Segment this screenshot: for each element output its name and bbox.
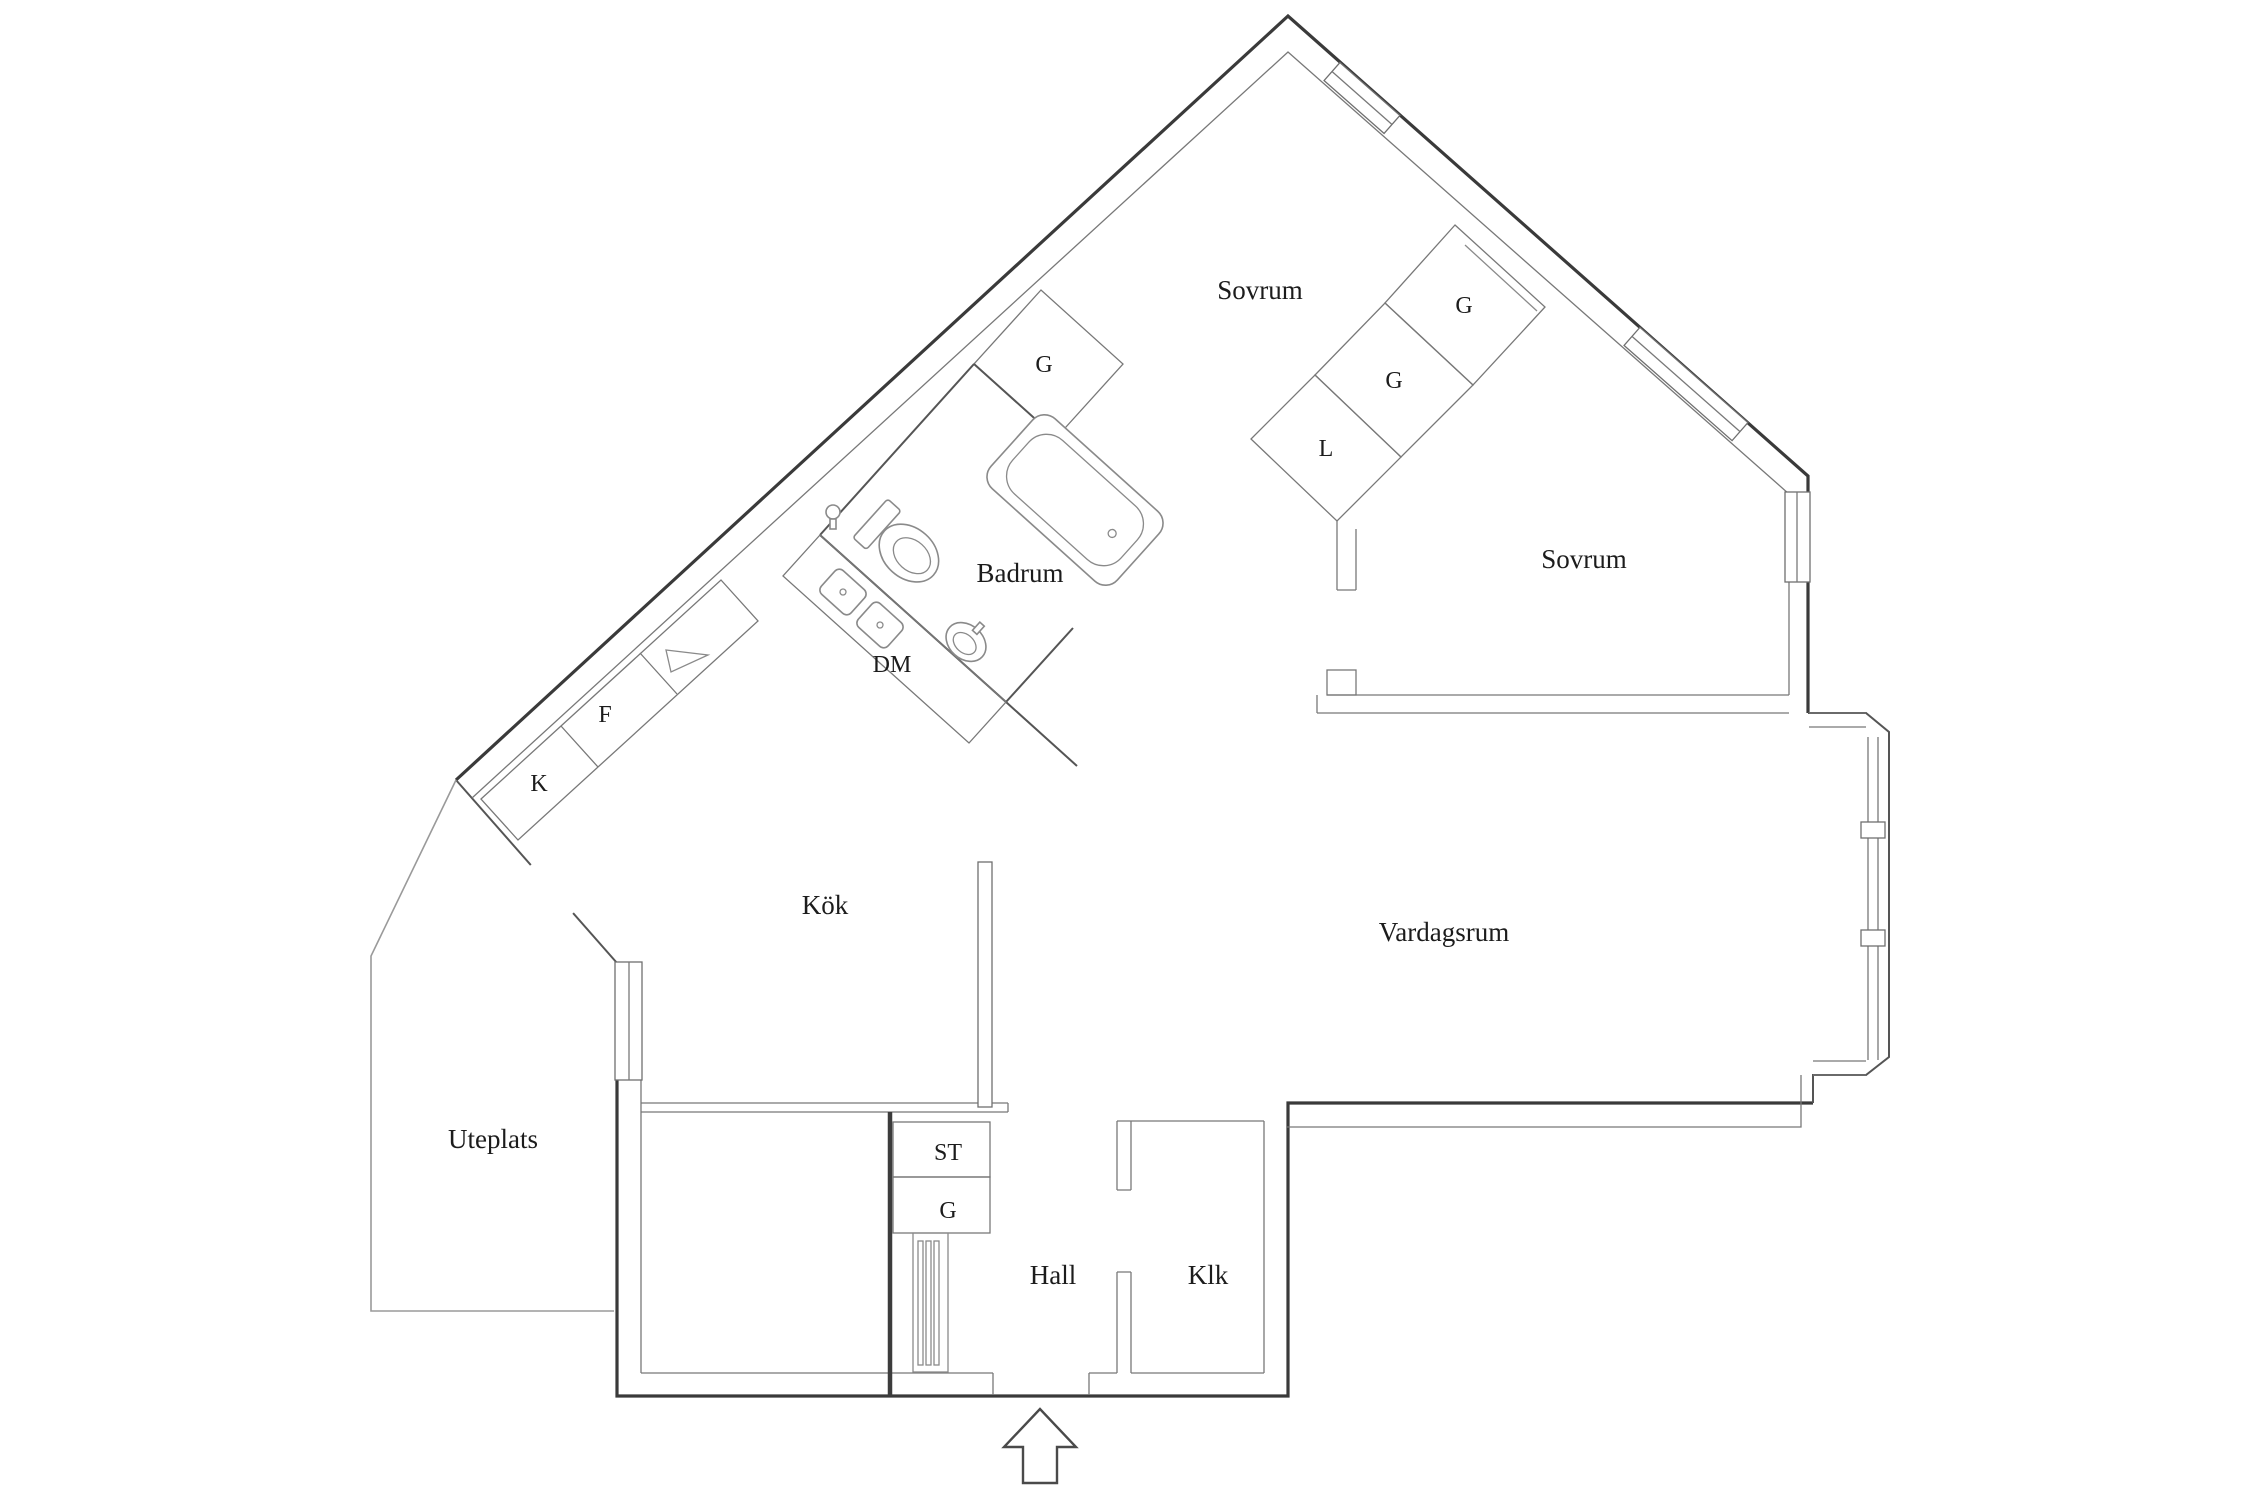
label-k: K <box>530 771 548 797</box>
inner-wall-face <box>471 51 1802 1373</box>
entry-wall-band <box>641 1372 1117 1395</box>
bay-outline <box>1808 712 1890 1103</box>
window-handle-icon <box>1860 821 1886 839</box>
sink-counter <box>782 534 1007 744</box>
closet-sliding-door-line <box>1464 244 1538 312</box>
kitchen-bottom-wall <box>641 1102 1009 1113</box>
kitchen-counter-dividers <box>560 652 678 768</box>
room-label-hall: Hall <box>1030 1260 1077 1290</box>
kitchen-counter <box>480 579 759 841</box>
shower-tap-icon <box>825 504 841 530</box>
kitchen-sink-icon <box>819 568 904 649</box>
label-dm: DM <box>873 652 912 678</box>
label-g-sovrum1: G <box>1035 352 1052 378</box>
label-l-chain: L <box>1319 436 1334 462</box>
room-label-sovrum-2: Sovrum <box>1541 544 1627 574</box>
outer-wall <box>454 13 1813 1398</box>
label-g-chain-mid: G <box>1385 368 1402 394</box>
room-label-vardagsrum: Vardagsrum <box>1379 917 1509 947</box>
room-labels: Sovrum Sovrum Badrum Kök Vardagsrum Utep… <box>448 275 1627 1290</box>
room-label-kok: Kök <box>802 890 849 920</box>
room-label-klk: Klk <box>1188 1260 1229 1290</box>
radiator-icon <box>912 1232 949 1373</box>
bathtub-icon <box>986 413 1164 587</box>
sovrum2-door-jamb <box>1326 669 1357 696</box>
windows <box>524 61 1886 1081</box>
window-handle-icon <box>1860 929 1886 947</box>
label-g-hall: G <box>939 1198 956 1224</box>
sovrum2-walls <box>1316 521 1789 714</box>
freestanding-wall <box>977 861 993 1108</box>
room-label-badrum: Badrum <box>977 558 1064 588</box>
stove-icon <box>665 649 711 673</box>
label-g-chain-top: G <box>1455 293 1472 319</box>
washbasin-icon <box>945 621 987 663</box>
closet-l <box>1250 374 1402 522</box>
patio-door-gap <box>524 859 580 919</box>
label-f: F <box>598 702 611 728</box>
fixtures <box>665 413 1164 1485</box>
entrance-arrow-icon <box>1001 1407 1079 1485</box>
toilet-icon <box>853 499 940 583</box>
room-label-sovrum-1: Sovrum <box>1217 275 1303 305</box>
uteplats-fence <box>370 779 614 1312</box>
window-bay-icon <box>1809 712 1886 1076</box>
label-st: ST <box>934 1140 962 1166</box>
klk-walls <box>1116 1120 1265 1374</box>
room-label-uteplats: Uteplats <box>448 1124 538 1154</box>
